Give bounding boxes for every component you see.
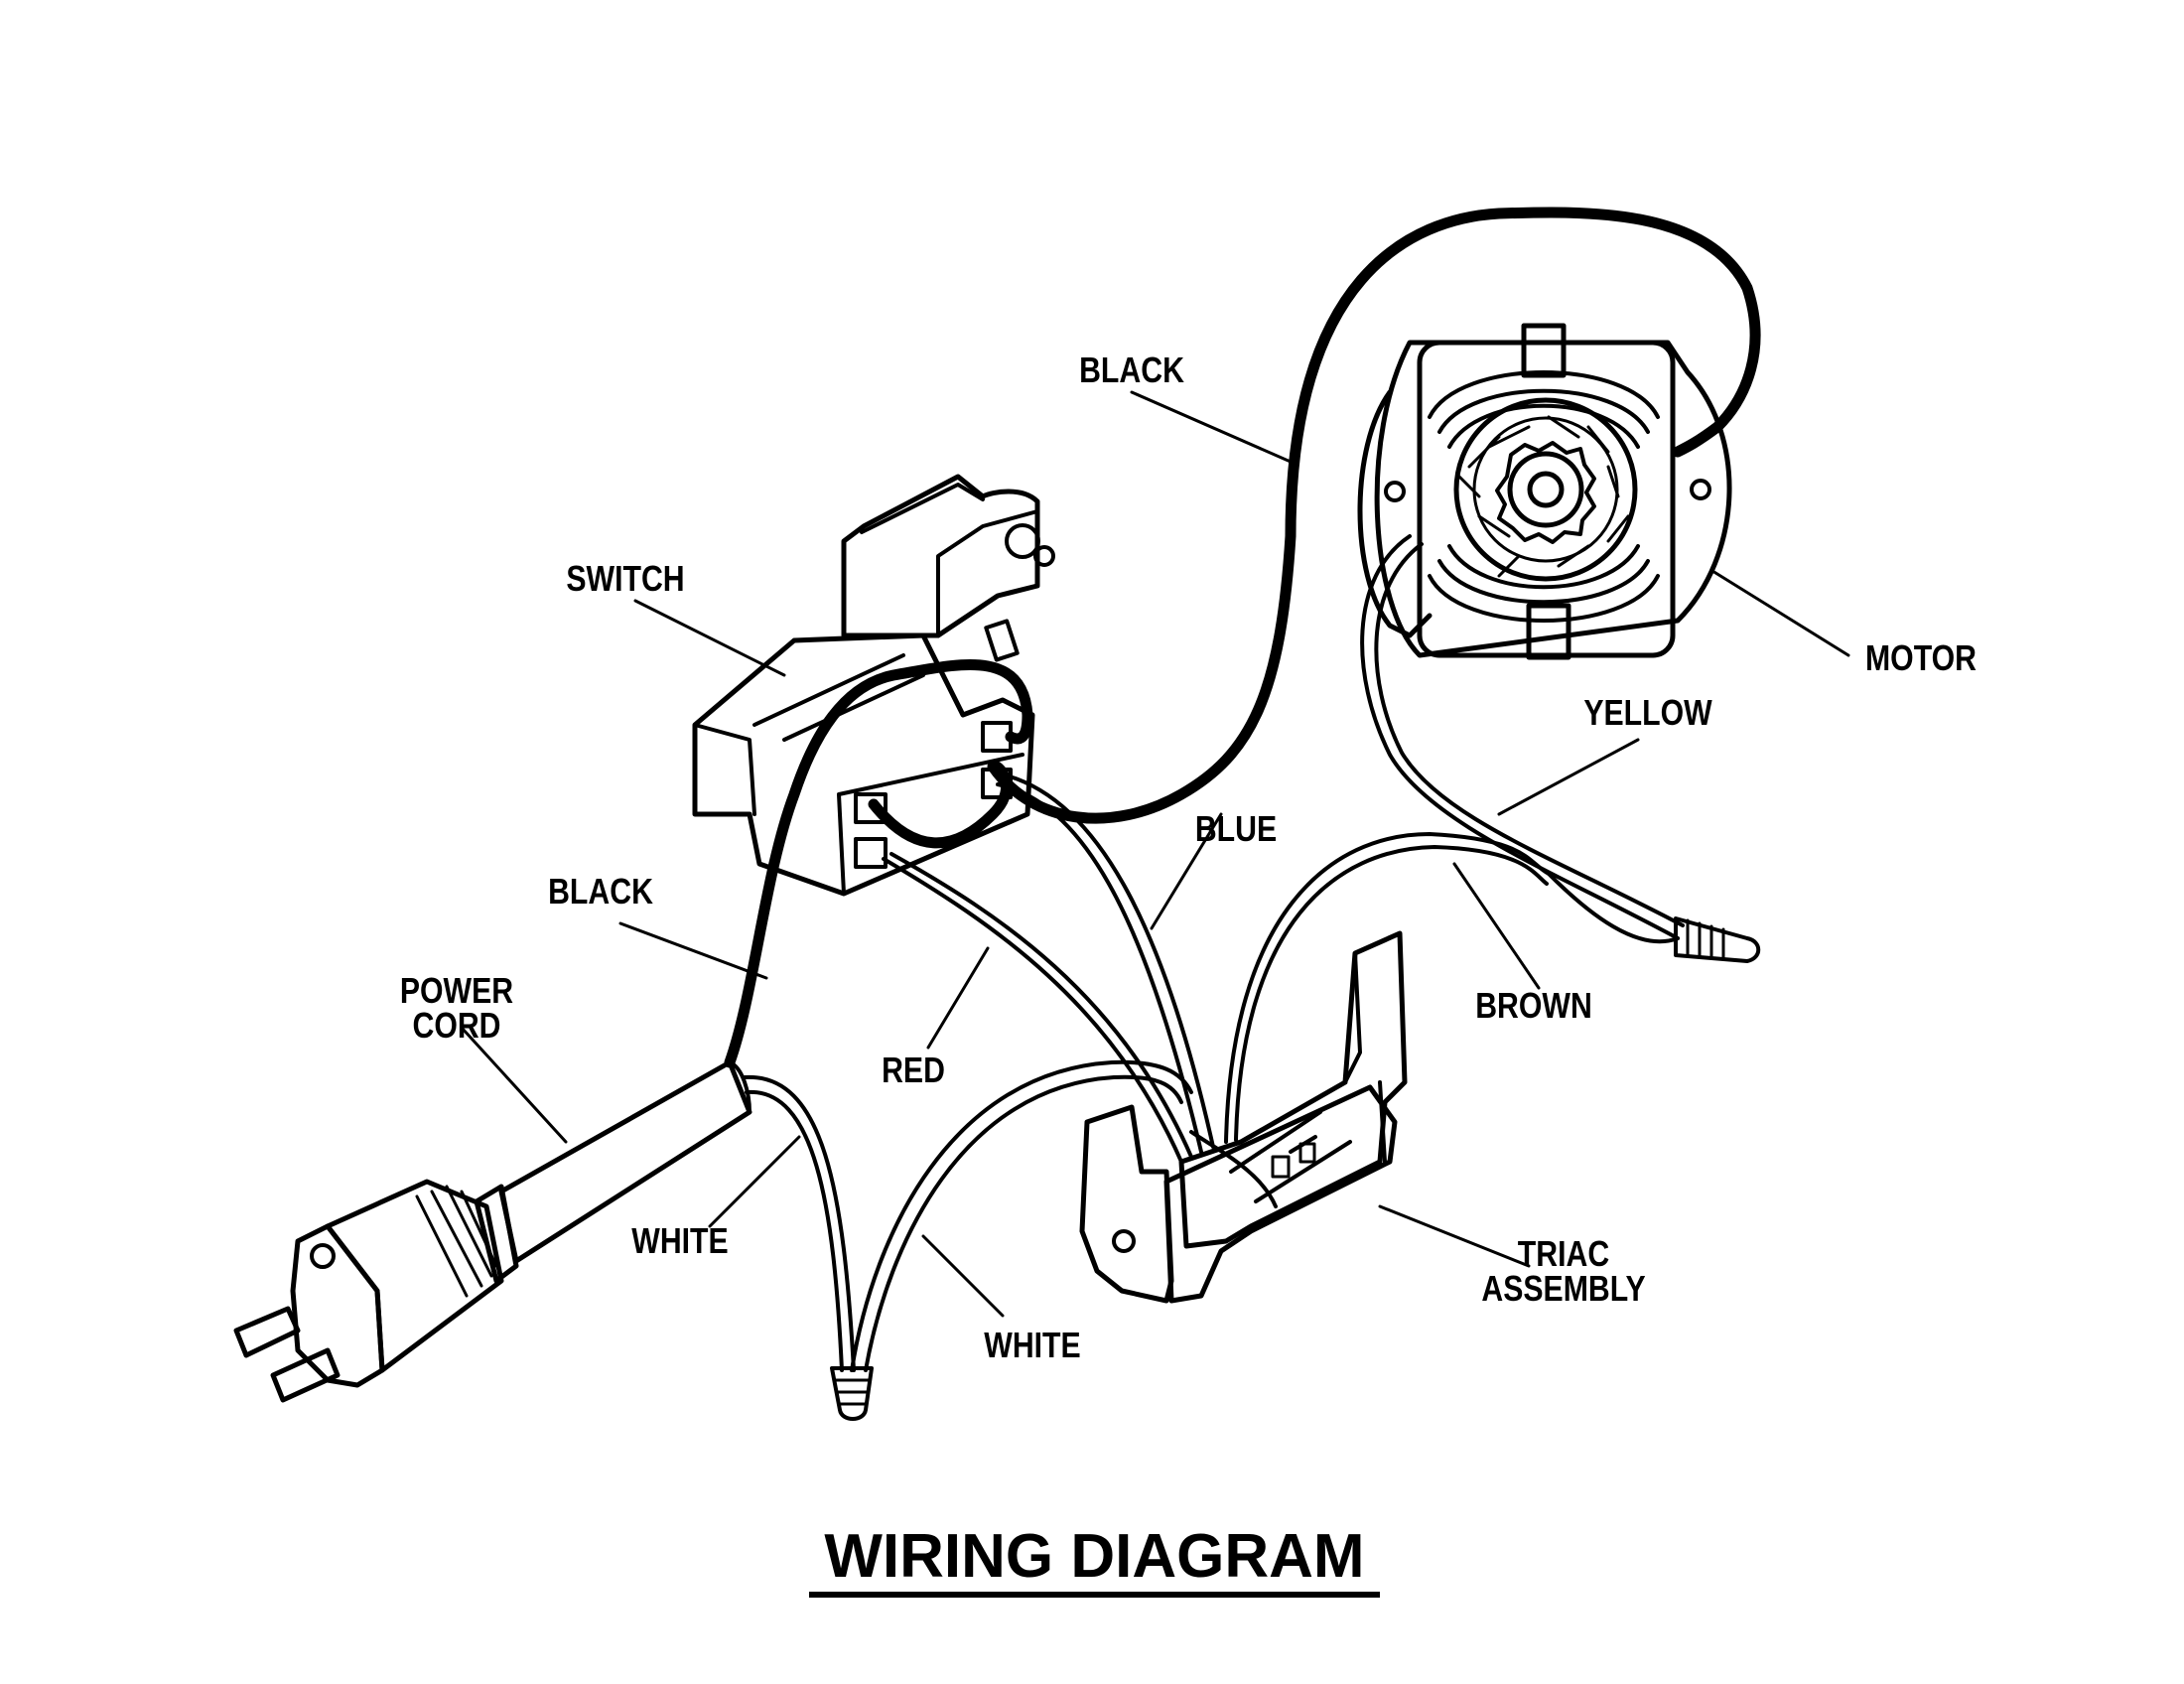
wires xyxy=(724,207,1761,1421)
label-black-motor-wire: BLACK xyxy=(1079,350,1184,390)
label-black-cord-wire: BLACK xyxy=(548,871,653,912)
label-triac-assembly-line1: TRIAC xyxy=(1517,1233,1610,1274)
label-white-triac-wire: WHITE xyxy=(984,1325,1081,1365)
power-cord-drawing xyxy=(233,1026,752,1403)
label-triac-assembly-line2: ASSEMBLY xyxy=(1481,1268,1646,1309)
label-red-wire: RED xyxy=(882,1050,945,1090)
page-title: WIRING DIAGRAM xyxy=(824,1522,1365,1591)
label-blue-wire: BLUE xyxy=(1194,808,1278,849)
label-yellow-wire: YELLOW xyxy=(1583,692,1712,733)
label-white-cord-wire: WHITE xyxy=(631,1220,729,1261)
triac-assembly-drawing xyxy=(1079,930,1531,1304)
label-motor: MOTOR xyxy=(1864,637,1978,678)
motor-drawing xyxy=(1357,323,1850,660)
label-brown-wire: BROWN xyxy=(1475,985,1592,1026)
label-power-cord-line1: POWER xyxy=(399,970,514,1011)
label-power-cord-line2: CORD xyxy=(412,1005,501,1046)
switch-drawing xyxy=(633,474,1055,897)
label-switch: SWITCH xyxy=(566,558,685,599)
leader-lines xyxy=(618,390,1640,1318)
title-underline xyxy=(809,1592,1380,1598)
